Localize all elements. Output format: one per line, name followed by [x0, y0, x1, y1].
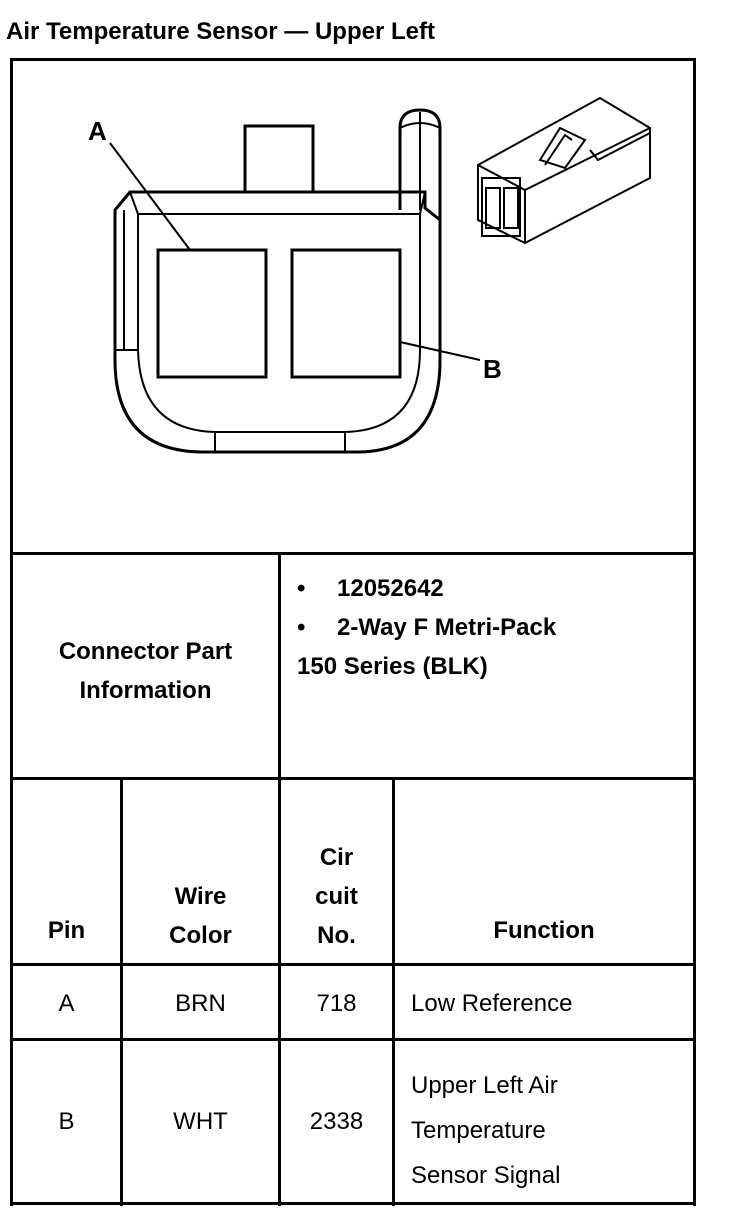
pin-cavity-a	[156, 248, 268, 379]
row-b-pin: B	[58, 1108, 75, 1135]
connector-diagram: A B	[88, 96, 651, 454]
divider-connector-info	[278, 552, 281, 780]
divider-info	[10, 777, 696, 780]
right-post	[398, 108, 442, 220]
frame-bottom	[10, 1202, 696, 1205]
connector-isometric	[477, 96, 651, 245]
pin-cavity-b	[290, 248, 402, 379]
row-a-function: Low Reference	[411, 990, 573, 1017]
leader-b	[399, 341, 481, 361]
col-divider-1	[120, 777, 123, 1206]
connector-bullet-continuation: 150 Series (BLK)	[297, 653, 488, 680]
header-bottom	[10, 963, 696, 966]
bullet-icon: •	[297, 614, 306, 641]
bullet-icon: •	[297, 575, 306, 602]
header-pin: Pin	[47, 917, 86, 944]
connector-info-heading: Connector Part Information	[58, 638, 233, 704]
frame-left	[10, 58, 13, 1206]
frame-right	[693, 58, 696, 1206]
row-b-circuit: 2338	[309, 1108, 364, 1135]
latch-tab	[243, 124, 315, 194]
leader-a	[109, 142, 191, 251]
col-divider-2	[278, 777, 281, 1206]
header-wire-color: Wire Color	[169, 883, 232, 949]
page-title: Air Temperature Sensor — Upper Left	[6, 18, 435, 45]
connector-body	[113, 190, 442, 454]
row-a-pin: A	[58, 990, 75, 1017]
row-divider	[10, 1038, 696, 1041]
connector-bullet-2: •2-Way F Metri-Pack	[297, 614, 557, 641]
connector-bullet-1: •12052642	[297, 575, 444, 602]
divider-diagram	[10, 552, 696, 555]
row-a-circuit: 718	[316, 990, 357, 1017]
header-function: Function	[493, 917, 595, 944]
header-circuit-no: Cir cuit No.	[315, 844, 358, 949]
col-divider-3	[392, 777, 395, 1206]
frame-top	[10, 58, 696, 61]
row-b-function: Upper Left Air Temperature Sensor Signal	[411, 1072, 561, 1189]
row-b-wire-color: WHT	[173, 1108, 228, 1135]
label-a: A	[88, 116, 107, 146]
row-a-wire-color: BRN	[175, 990, 226, 1017]
label-b: B	[483, 354, 502, 384]
